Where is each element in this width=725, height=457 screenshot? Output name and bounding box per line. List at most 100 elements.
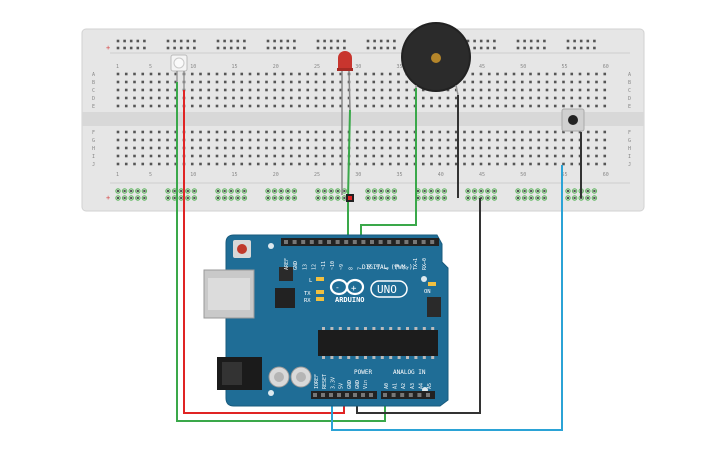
column-number: 25 — [314, 64, 320, 70]
row-letter: E — [628, 104, 631, 110]
power-header[interactable] — [311, 391, 377, 399]
pin-label: GND — [347, 380, 353, 389]
pin-label: A5 — [427, 383, 433, 389]
pin-label: ~9 — [339, 264, 345, 270]
led-red[interactable] — [337, 51, 353, 195]
pin-label: GND — [293, 261, 299, 270]
analog-in-label: ANALOG IN — [393, 369, 426, 376]
column-number: 10 — [190, 64, 196, 70]
column-number: 45 — [479, 64, 485, 70]
icsp-header — [427, 297, 441, 317]
atmega-chip — [318, 327, 438, 359]
power-jack — [217, 357, 262, 390]
row-letter: F — [92, 130, 95, 136]
column-number: 10 — [190, 172, 196, 178]
column-number: 60 — [603, 64, 609, 70]
usb-chip — [275, 288, 295, 308]
pin-label: 3.3V — [330, 377, 336, 389]
pin-label: AREF — [284, 258, 290, 270]
row-letter: G — [628, 138, 631, 144]
column-number: 35 — [397, 64, 403, 70]
pin-label: IOREF — [314, 374, 320, 389]
pin-label: A4 — [418, 383, 424, 389]
column-number: 35 — [397, 172, 403, 178]
usb-port — [203, 269, 255, 319]
row-letter: A — [92, 72, 95, 78]
column-number: 20 — [273, 172, 279, 178]
row-letter: B — [628, 80, 631, 86]
led-l-label: L — [309, 278, 313, 284]
column-number: 60 — [603, 172, 609, 178]
column-number: 30 — [355, 172, 361, 178]
arduino-brand: ARDUINO — [335, 296, 365, 304]
reset-button[interactable] — [233, 240, 251, 258]
pin-label: 7 — [358, 267, 364, 270]
pin-label: ~10 — [330, 261, 336, 270]
analog-header[interactable] — [381, 391, 435, 399]
pin-label: 2 — [404, 267, 410, 270]
on-label: ON — [424, 289, 431, 295]
row-letter: J — [628, 162, 631, 168]
svg-text:+: + — [351, 284, 357, 294]
row-letter: I — [628, 154, 631, 160]
resistor-chip[interactable] — [346, 194, 354, 202]
column-number: 1 — [116, 64, 119, 70]
row-letter: G — [92, 138, 95, 144]
wire-green-buzzer[interactable] — [360, 88, 417, 240]
column-number: 15 — [232, 64, 238, 70]
row-letter: J — [92, 162, 95, 168]
led-tx-label: TX — [304, 291, 311, 297]
column-number: 50 — [520, 172, 526, 178]
column-number: 30 — [355, 64, 361, 70]
row-letter: F — [628, 130, 631, 136]
pin-label: Vin — [363, 380, 369, 389]
led-l — [316, 277, 324, 281]
power-label: POWER — [354, 369, 372, 376]
column-number: 15 — [232, 172, 238, 178]
column-number: 40 — [438, 172, 444, 178]
svg-text:-: - — [335, 283, 340, 292]
row-letter: A — [628, 72, 631, 78]
pin-label: ~6 — [367, 264, 373, 270]
wire-blue-button[interactable] — [331, 165, 563, 431]
digital-header[interactable] — [281, 238, 439, 246]
row-letter: C — [92, 88, 95, 94]
breadboard-column-numbers: 1155101015152020252530303535404045455050… — [116, 64, 609, 178]
row-letter: H — [92, 146, 95, 152]
icsp-header-small — [279, 267, 293, 281]
column-number: 5 — [149, 64, 152, 70]
column-number: 45 — [479, 172, 485, 178]
column-number: 1 — [116, 172, 119, 178]
capacitors — [268, 366, 312, 388]
pin-label: ~11 — [321, 261, 327, 270]
pin-label: 4 — [385, 267, 391, 270]
piezo-buzzer[interactable] — [401, 22, 471, 96]
arduino-logo: - + — [329, 278, 365, 296]
led-rx — [316, 297, 324, 301]
uno-label: UNO — [377, 283, 397, 296]
column-number: 25 — [314, 172, 320, 178]
photoresistor[interactable] — [170, 54, 188, 90]
row-letter: D — [628, 96, 631, 102]
pin-label: A2 — [401, 383, 407, 389]
pin-label: RX←0 — [422, 258, 428, 270]
rail-plus-bottom: + — [106, 194, 110, 202]
row-letter: D — [92, 96, 95, 102]
breadboard[interactable]: + + 115510101515202025253030353540404545… — [81, 28, 645, 212]
led-on — [428, 282, 436, 286]
push-button[interactable] — [561, 108, 585, 132]
column-number: 5 — [149, 172, 152, 178]
pin-label: ~3 — [394, 264, 400, 270]
pin-label: TX→1 — [413, 258, 419, 270]
pin-label: A1 — [393, 383, 399, 389]
pin-label: 13 — [302, 264, 308, 270]
row-letter: H — [628, 146, 631, 152]
column-number: 55 — [562, 172, 568, 178]
uno-badge: UNO — [370, 280, 408, 298]
column-number: 55 — [562, 64, 568, 70]
